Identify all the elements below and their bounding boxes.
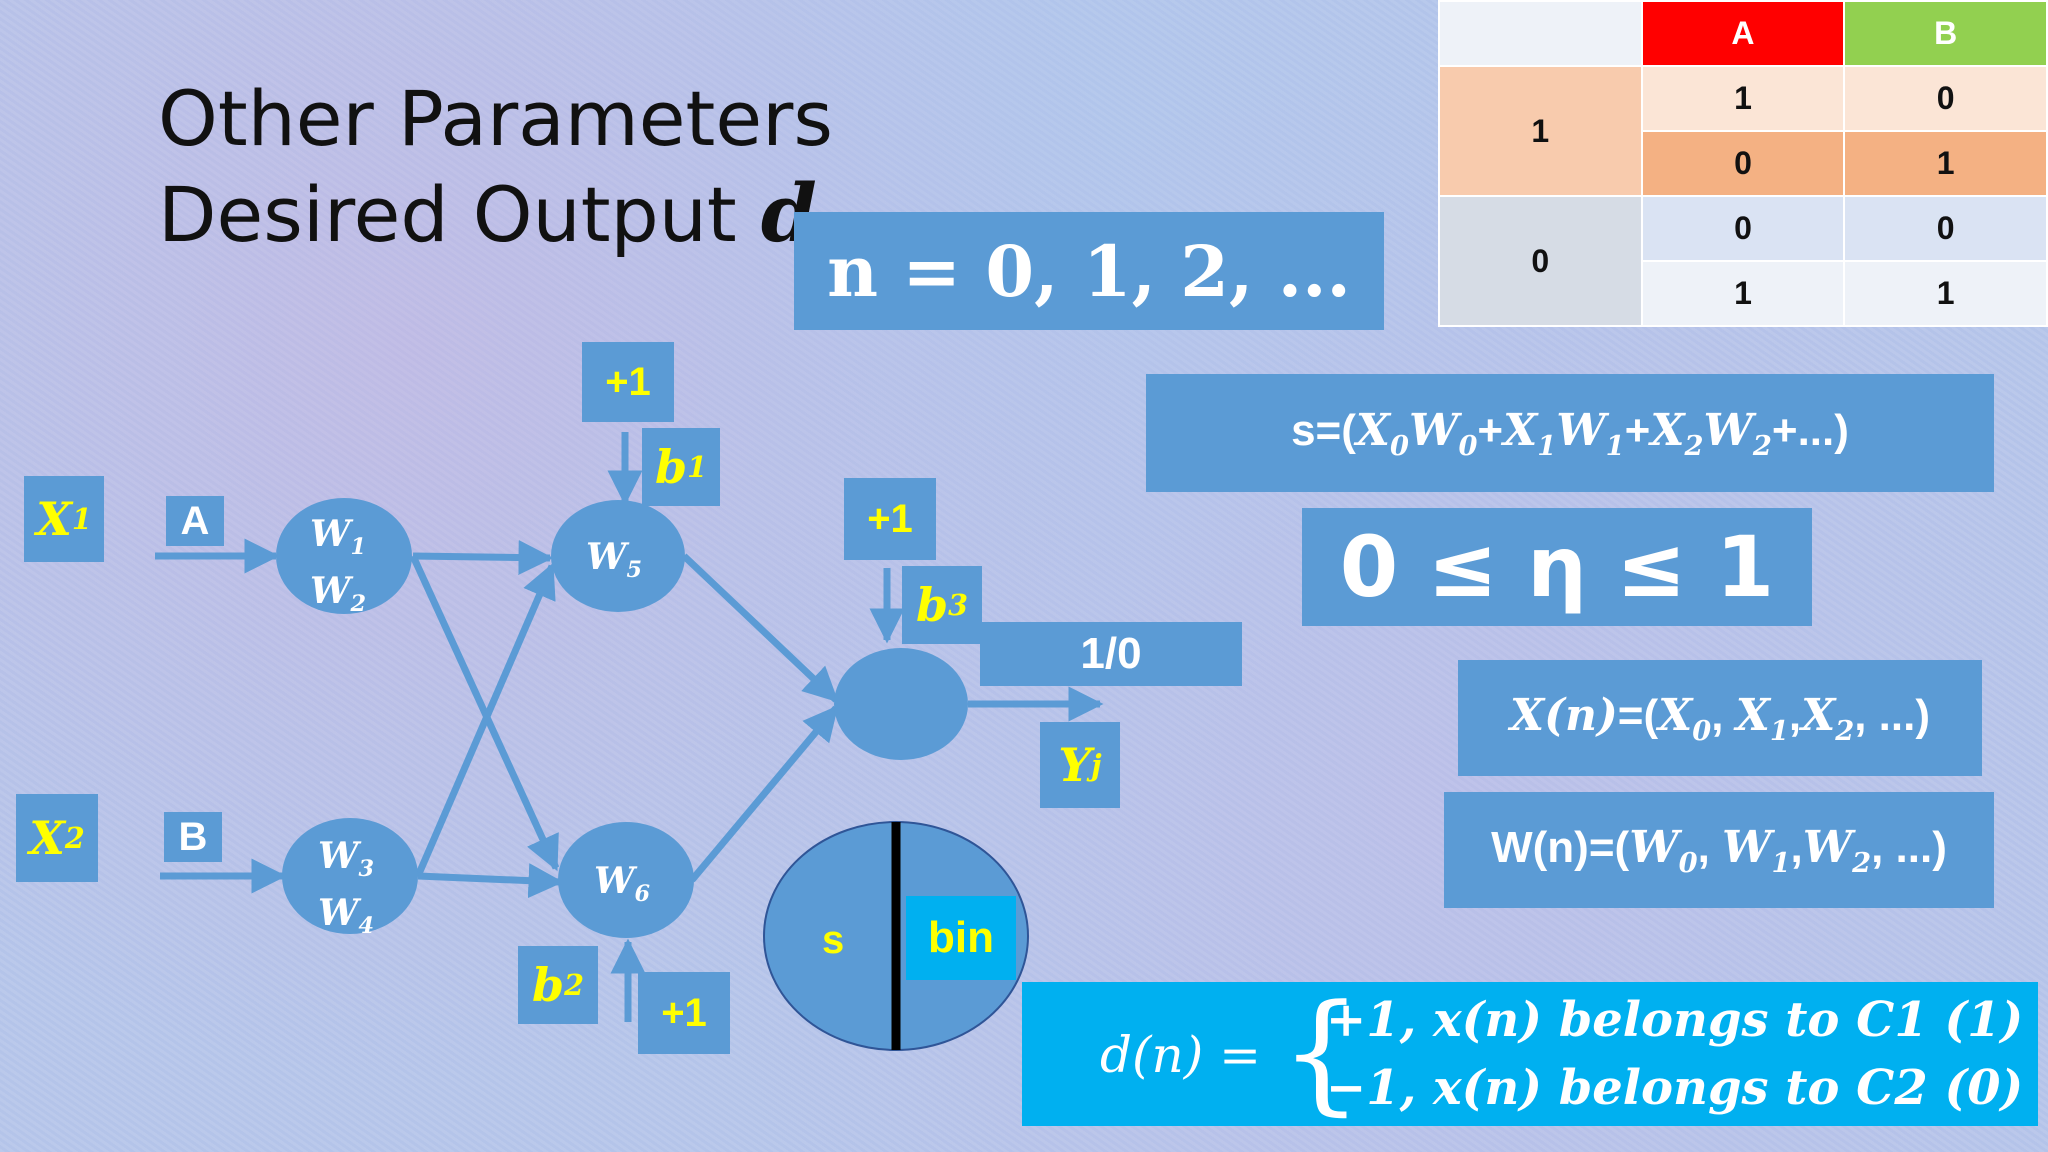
node-output bbox=[834, 648, 968, 760]
n-index-box: n = 0, 1, 2, ... bbox=[794, 212, 1384, 330]
w-vector-box: W(n)=(W0, W1,W2, ...) bbox=[1444, 792, 1994, 908]
desired-output-box: d(n) = { +1, x(n) belongs to C1 (1) −1, … bbox=[1022, 976, 2038, 1128]
input-b-label: B bbox=[164, 812, 222, 862]
node-w1-w2 bbox=[276, 498, 412, 614]
edge-node2-to-node5 bbox=[414, 562, 556, 878]
node-w1-w2-label: W1 W2 bbox=[310, 513, 366, 618]
bias2-plus-one: +1 bbox=[638, 972, 730, 1054]
table-cell: 1 bbox=[1843, 130, 2048, 197]
node-w3-w4 bbox=[282, 818, 418, 934]
node-w3-w4-label: W3 W4 bbox=[318, 835, 374, 940]
n-index-text: n = 0, 1, 2, ... bbox=[827, 229, 1351, 313]
title-line-1: Other Parameters bbox=[158, 74, 833, 163]
learning-rate-box: 0 ≤ η ≤ 1 bbox=[1302, 508, 1812, 626]
dn-brace: { bbox=[1280, 976, 1363, 1128]
table-header-b: B bbox=[1843, 0, 2048, 67]
x-vector-box: X(n)=(X0, X1,X2, ...) bbox=[1458, 660, 1982, 776]
dn-case-2: −1, x(n) belongs to C2 (0) bbox=[1326, 1060, 2024, 1116]
edge-node1-to-node6 bbox=[409, 554, 560, 872]
edge-node2-to-node6 bbox=[417, 863, 564, 899]
node-w6-label: W6 bbox=[594, 860, 650, 908]
title-desired-output: Desired Output bbox=[158, 170, 737, 259]
bias3-plus-one: +1 bbox=[844, 478, 936, 560]
title-line-2: Desired Output dj bbox=[158, 166, 835, 288]
node-w5-label: W5 bbox=[586, 536, 642, 584]
table-cell: 0 bbox=[1843, 65, 2048, 132]
table-header-a: A bbox=[1640, 0, 1846, 67]
dn-case-1: +1, x(n) belongs to C1 (1) bbox=[1326, 992, 2024, 1048]
x-vector-text: X(n)=(X0, X1,X2, ...) bbox=[1510, 689, 1930, 747]
node-w6 bbox=[558, 822, 694, 938]
table-group-label-0: 0 bbox=[1438, 195, 1643, 327]
output-binary-label: 1/0 bbox=[980, 622, 1242, 686]
table-cell: 0 bbox=[1640, 130, 1846, 197]
dn-lhs: d(n) = bbox=[1100, 1026, 1262, 1084]
learning-rate-text: 0 ≤ η ≤ 1 bbox=[1339, 518, 1775, 616]
edge-node1-to-node5 bbox=[412, 540, 554, 576]
table-group-label-1: 1 bbox=[1438, 65, 1643, 197]
bias1-plus-one: +1 bbox=[582, 342, 674, 422]
table-cell: 1 bbox=[1843, 260, 2048, 327]
table-cell: 1 bbox=[1640, 65, 1846, 132]
table-cell: 0 bbox=[1843, 195, 2048, 262]
activation-s-label: s bbox=[822, 918, 845, 962]
activation-bin-label: bin bbox=[906, 896, 1016, 980]
edge-node6-to-output bbox=[689, 705, 839, 883]
table-cell: 0 bbox=[1640, 195, 1846, 262]
truth-table: A B 1 1 0 0 1 0 0 0 1 1 bbox=[1438, 0, 2048, 327]
edge-node5-to-output bbox=[681, 553, 839, 703]
s-formula-text: s=(X0W0+X1W1+X2W2+...) bbox=[1291, 404, 1849, 462]
s-formula-box: s=(X0W0+X1W1+X2W2+...) bbox=[1146, 374, 1994, 492]
input-a-label: A bbox=[166, 496, 224, 546]
table-cell: 1 bbox=[1640, 260, 1846, 327]
table-header-empty bbox=[1438, 0, 1643, 67]
w-vector-text: W(n)=(W0, W1,W2, ...) bbox=[1491, 821, 1947, 879]
slide-title: Other Parameters Desired Output dj bbox=[158, 72, 835, 288]
node-w5 bbox=[551, 500, 685, 612]
